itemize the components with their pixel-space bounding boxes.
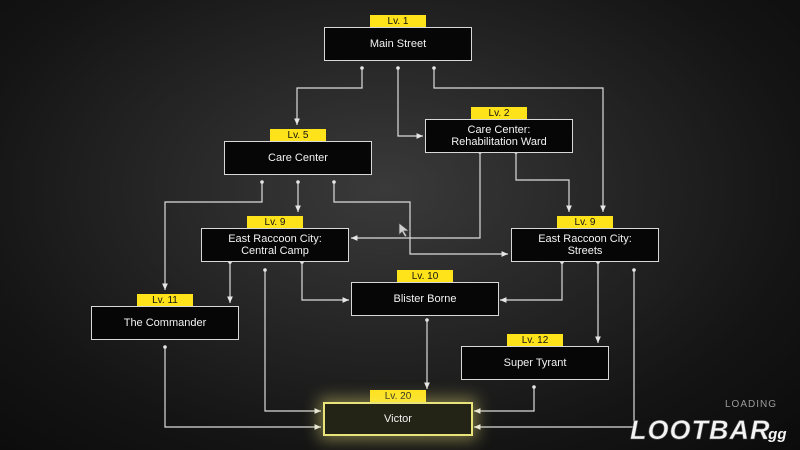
link-streets-to-blister	[500, 262, 563, 303]
svg-text:.gg: .gg	[764, 426, 787, 443]
node-east-raccoon-streets[interactable]: Lv. 9 East Raccoon City: Streets	[511, 216, 659, 262]
link-carecenter-to-commander	[162, 182, 263, 290]
link-carecenter-to-streets	[333, 182, 508, 257]
level-badge: Lv. 10	[397, 270, 453, 283]
node-main-street[interactable]: Lv. 1 Main Street	[324, 15, 472, 61]
link-camp-to-blister	[301, 262, 349, 303]
node-east-raccoon-central-camp[interactable]: Lv. 9 East Raccoon City: Central Camp	[201, 216, 349, 262]
node-label: Main Street	[324, 27, 472, 61]
svg-text:LOOTBAR: LOOTBAR	[630, 415, 770, 445]
node-label: East Raccoon City: Central Camp	[201, 228, 349, 262]
node-label: Victor	[323, 402, 473, 436]
node-rehabilitation-ward[interactable]: Lv. 2 Care Center: Rehabilitation Ward	[425, 107, 573, 153]
node-victor[interactable]: Lv. 20 Victor	[323, 390, 473, 436]
node-label: Blister Borne	[351, 282, 499, 316]
link-main-to-rehab	[397, 68, 423, 139]
loading-text: LOADING	[725, 399, 778, 410]
level-badge: Lv. 12	[507, 334, 563, 347]
node-label: East Raccoon City: Streets	[511, 228, 659, 262]
level-badge: Lv. 5	[270, 129, 326, 142]
node-super-tyrant[interactable]: Lv. 12 Super Tyrant	[461, 334, 609, 380]
mouse-cursor-icon	[398, 222, 411, 238]
link-rehab-to-streets	[515, 152, 572, 212]
level-badge: Lv. 20	[370, 390, 426, 403]
level-badge: Lv. 11	[137, 294, 193, 307]
level-badge: Lv. 9	[247, 216, 303, 229]
node-care-center[interactable]: Lv. 5 Care Center	[224, 129, 372, 175]
link-commander-to-victor	[164, 347, 321, 430]
node-label: Care Center	[224, 141, 372, 175]
node-label: Care Center: Rehabilitation Ward	[425, 119, 573, 153]
link-main-to-streets	[433, 68, 606, 212]
node-label: The Commander	[91, 306, 239, 340]
link-tyrant-to-victor	[474, 387, 535, 414]
link-camp-to-victor	[264, 270, 321, 414]
node-the-commander[interactable]: Lv. 11 The Commander	[91, 294, 239, 340]
node-blister-borne[interactable]: Lv. 10 Blister Borne	[351, 270, 499, 316]
link-streets-to-victor	[474, 270, 635, 430]
link-main-to-carecenter	[294, 68, 363, 125]
level-badge: Lv. 2	[471, 107, 527, 120]
level-badge: Lv. 1	[370, 15, 426, 28]
node-label: Super Tyrant	[461, 346, 609, 380]
level-badge: Lv. 9	[557, 216, 613, 229]
lootbar-logo: LOOTBAR .gg	[630, 415, 787, 446]
link-rehab-to-camp	[351, 152, 481, 241]
